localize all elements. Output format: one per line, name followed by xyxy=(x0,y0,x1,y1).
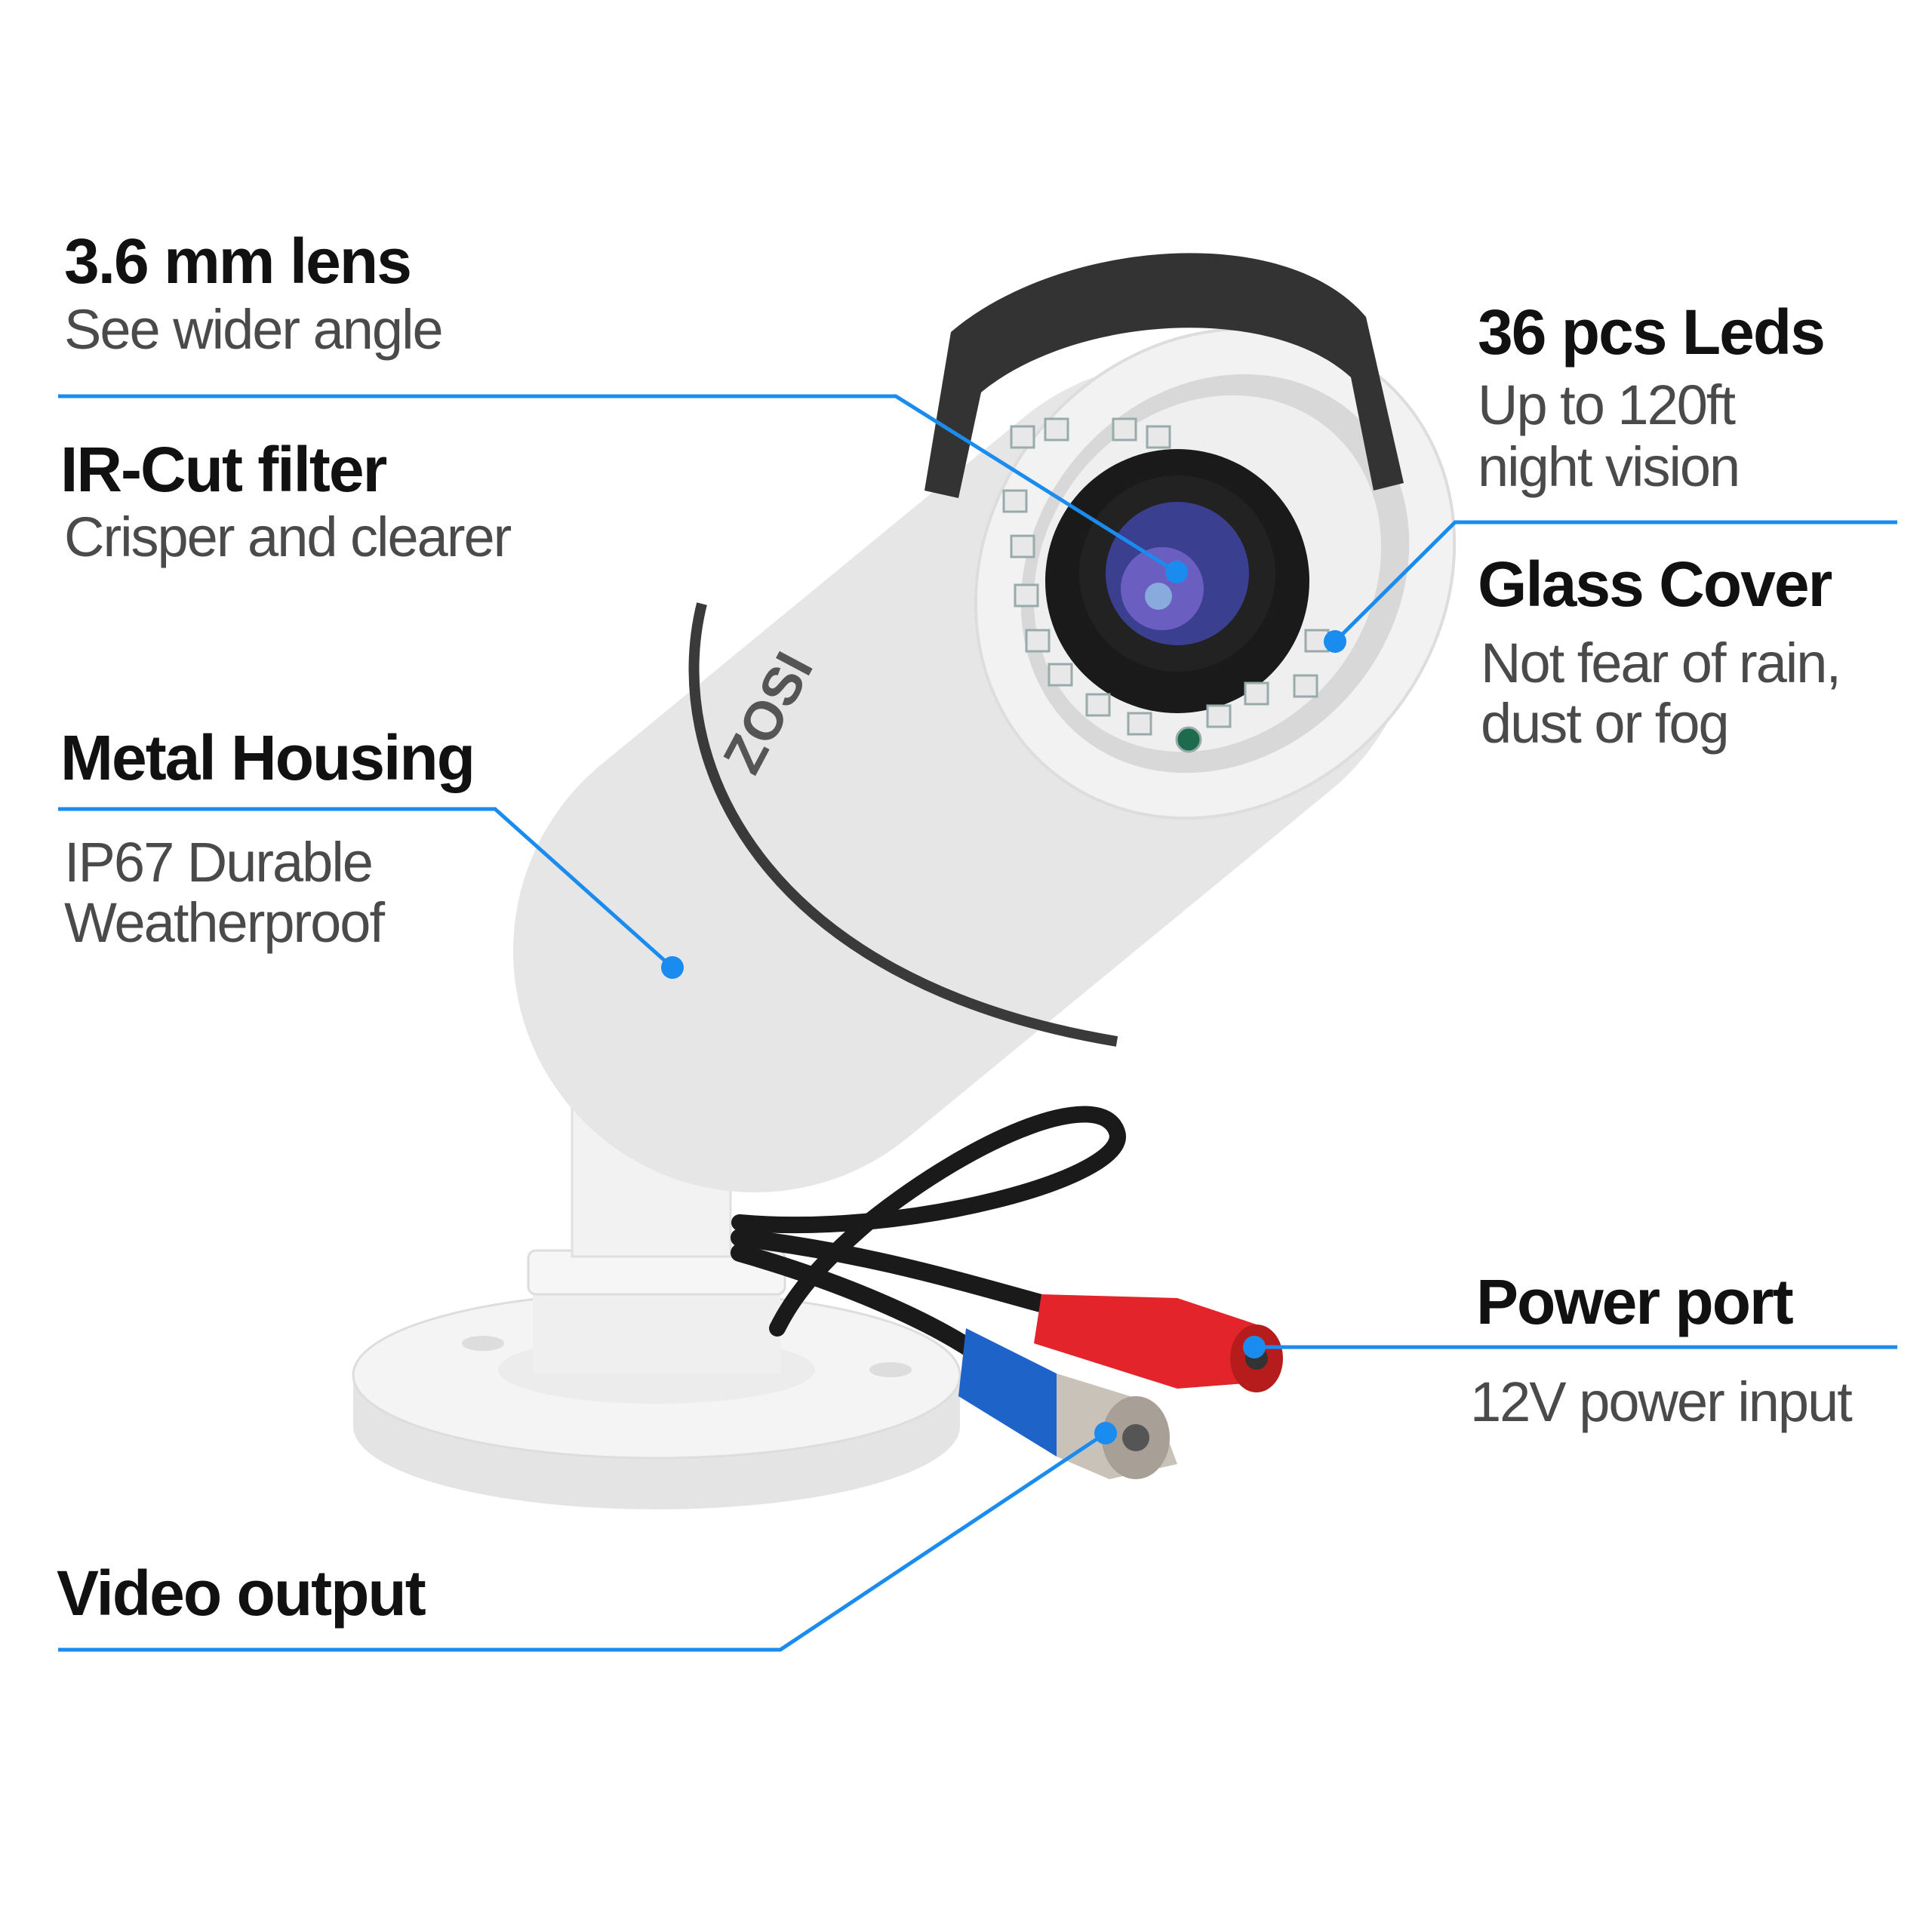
mount-base xyxy=(352,1051,961,1509)
power-connector xyxy=(1034,1294,1283,1392)
leader-housing xyxy=(58,807,674,969)
callout-ircut-title: IR-Cut filter xyxy=(60,434,387,505)
callout-glass-desc-2: dust or fog xyxy=(1481,692,1730,755)
callout-housing-desc-1: IP67 Durable xyxy=(64,831,374,894)
callout-dots xyxy=(661,561,1346,1444)
callout-ircut-desc: Crisper and clearer xyxy=(64,506,512,568)
ir-leds xyxy=(1002,417,1330,753)
callout-housing-title: Metal Housing xyxy=(60,722,475,793)
callout-power-title: Power port xyxy=(1476,1266,1794,1337)
callout-lines xyxy=(58,394,1897,1652)
callout-leds-desc-1: Up to 120ft xyxy=(1478,374,1736,436)
callout-video-title: Video output xyxy=(57,1558,426,1629)
leader-lens xyxy=(58,394,1178,574)
callout-glass-title: Glass Cover xyxy=(1478,549,1832,620)
callout-glass-desc-1: Not fear of rain, xyxy=(1481,632,1841,694)
leader-glass xyxy=(1334,520,1897,643)
callout-lens-desc: See wider angle xyxy=(64,298,444,361)
callout-leds-title: 36 pcs Leds xyxy=(1478,297,1826,368)
callout-leds-desc-2: night vision xyxy=(1478,435,1740,498)
cables xyxy=(731,1106,1126,1360)
video-connector xyxy=(958,1328,1177,1479)
callout-power-desc: 12V power input xyxy=(1470,1371,1853,1433)
callout-lens-title: 3.6 mm lens xyxy=(64,226,412,297)
leader-video xyxy=(58,1431,1107,1652)
sun-visor xyxy=(924,253,1404,498)
callout-housing-desc-2: Weatherproof xyxy=(64,891,385,954)
